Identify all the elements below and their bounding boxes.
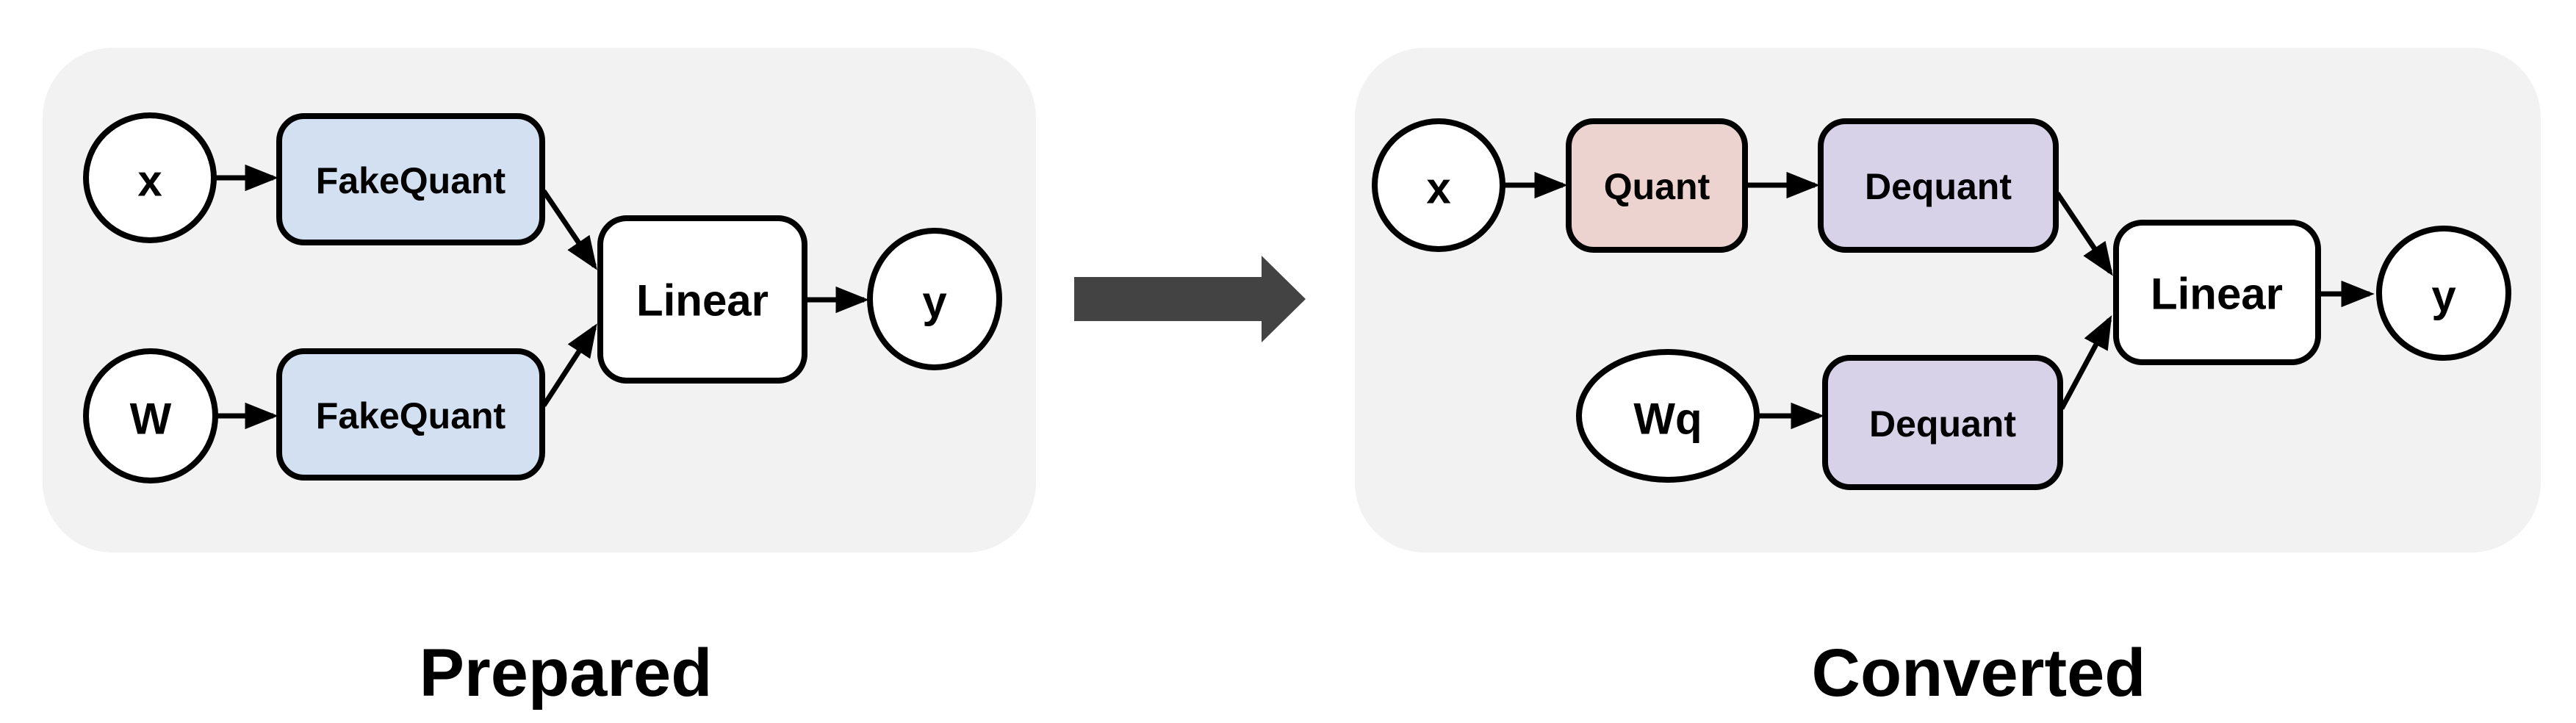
node-y-output-label: y — [2431, 272, 2456, 321]
node-w-input-ellipse — [83, 348, 218, 483]
node-x-input-ellipse — [1372, 118, 1505, 252]
edge-fakequant-activation-to-linear — [542, 190, 597, 270]
node-linear-label: Linear — [636, 276, 769, 325]
node-y-output-ellipse — [2376, 226, 2511, 361]
edge-dequant-activation-to-linear — [2055, 192, 2113, 276]
edge-fakequant-weight-to-linear — [542, 323, 597, 407]
node-wq-input-label: Wq — [1633, 395, 1702, 444]
node-fakequant-activation-box — [276, 113, 545, 245]
node-linear-box — [597, 215, 807, 384]
node-dequant-weight-label: Dequant — [1869, 403, 2016, 445]
node-fakequant-activation-label: FakeQuant — [316, 160, 506, 201]
converted-title: Converted — [1812, 636, 2146, 711]
conversion-arrow-icon — [1074, 256, 1306, 342]
node-linear-box — [2113, 220, 2321, 365]
node-quant-label: Quant — [1604, 166, 1710, 207]
node-quant-box — [1566, 118, 1748, 253]
node-dequant-activation-label: Dequant — [1865, 166, 2012, 207]
node-w-input-label: W — [130, 395, 172, 444]
node-linear-label: Linear — [2151, 270, 2283, 319]
node-dequant-weight-box — [1822, 355, 2063, 490]
prepared-panel: x FakeQuant W FakeQuant Linear y Prepare… — [43, 48, 1036, 711]
edge-dequant-weight-to-linear — [2059, 314, 2112, 410]
node-dequant-activation-box — [1818, 118, 2059, 253]
node-x-input-label: x — [1426, 164, 1450, 213]
node-wq-input-ellipse — [1576, 349, 1760, 483]
converted-panel: x Quant Dequant Wq Dequant Linear y Conv… — [1355, 48, 2541, 711]
node-y-output-ellipse — [867, 228, 1002, 370]
node-x-input-ellipse — [83, 112, 217, 243]
node-x-input-label: x — [137, 157, 162, 206]
node-fakequant-weight-label: FakeQuant — [316, 395, 506, 436]
node-y-output-label: y — [922, 278, 947, 327]
prepared-title: Prepared — [420, 636, 713, 711]
node-fakequant-weight-box — [276, 348, 545, 481]
